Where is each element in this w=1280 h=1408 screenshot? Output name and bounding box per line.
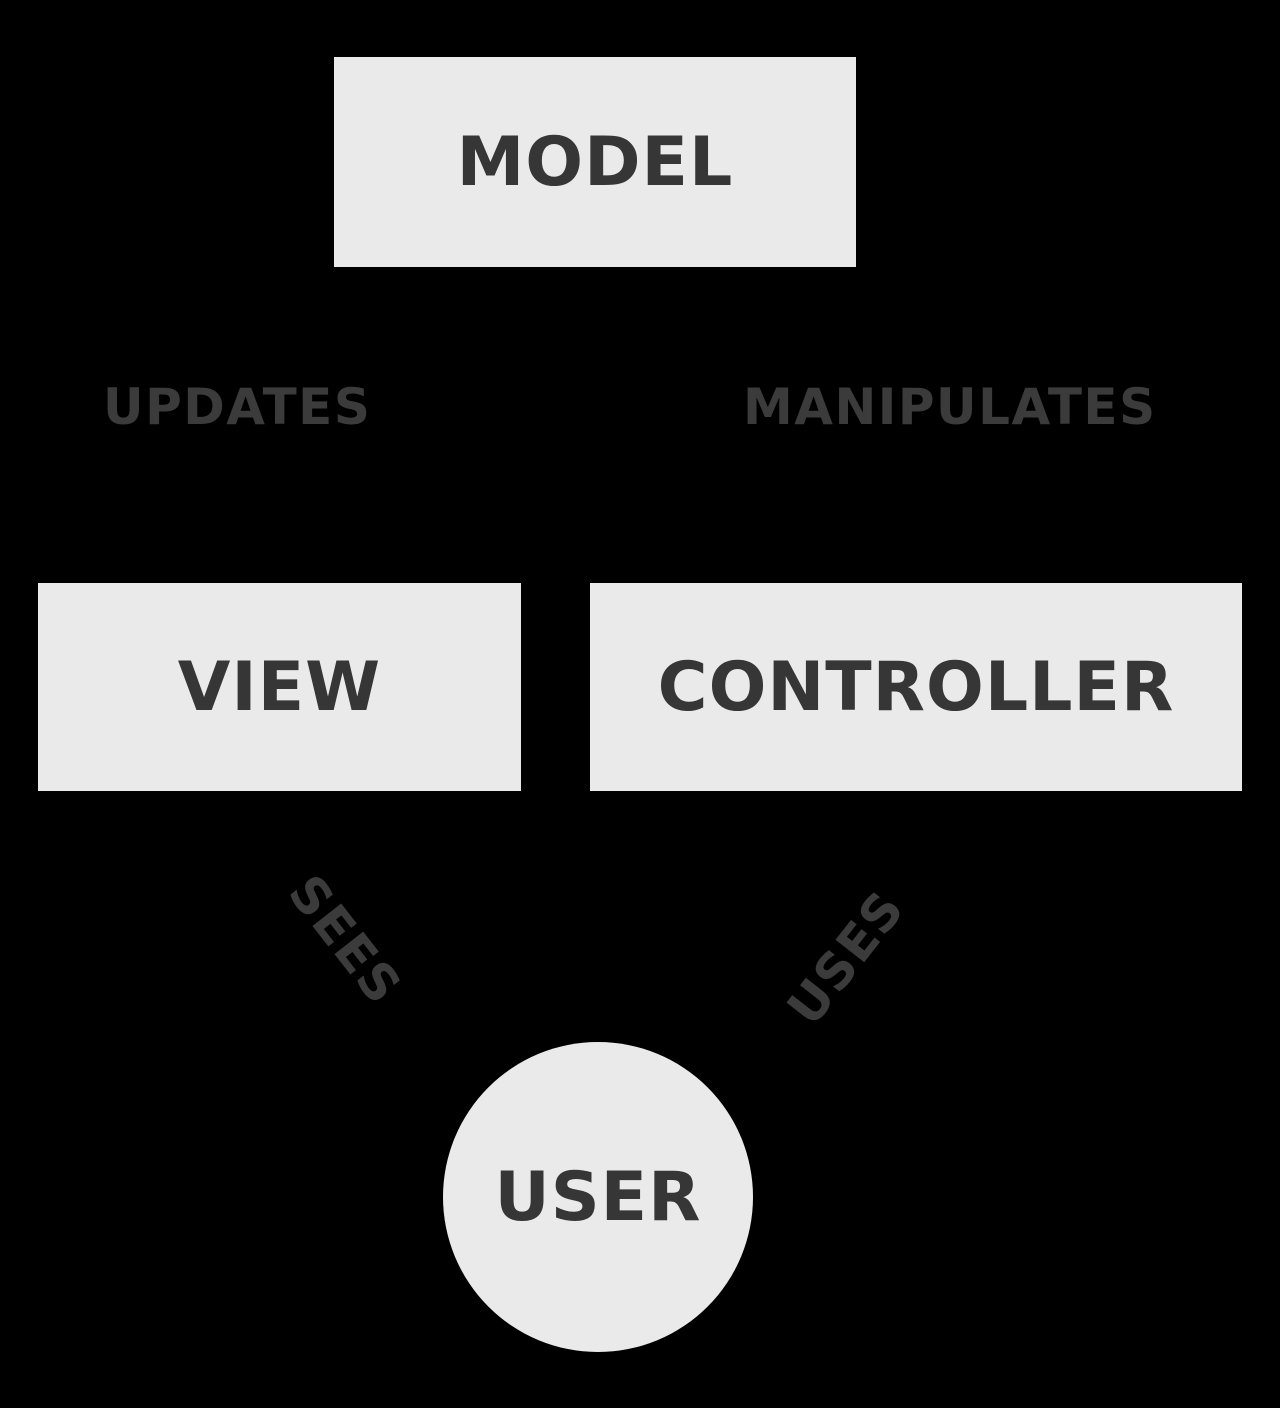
uses-edge-label: USES — [776, 879, 916, 1037]
model-node: MODEL — [334, 57, 856, 267]
controller-node-label: CONTROLLER — [657, 647, 1175, 727]
controller-node: CONTROLLER — [590, 583, 1242, 791]
user-node: USER — [443, 1042, 753, 1352]
view-node-label: VIEW — [177, 647, 382, 727]
manipulates-edge-label: MANIPULATES — [743, 378, 1157, 436]
model-node-label: MODEL — [456, 122, 734, 202]
sees-edge-label: SEES — [277, 864, 413, 1016]
view-node: VIEW — [38, 583, 521, 791]
updates-edge-label: UPDATES — [103, 378, 372, 436]
user-node-label: USER — [494, 1157, 702, 1237]
